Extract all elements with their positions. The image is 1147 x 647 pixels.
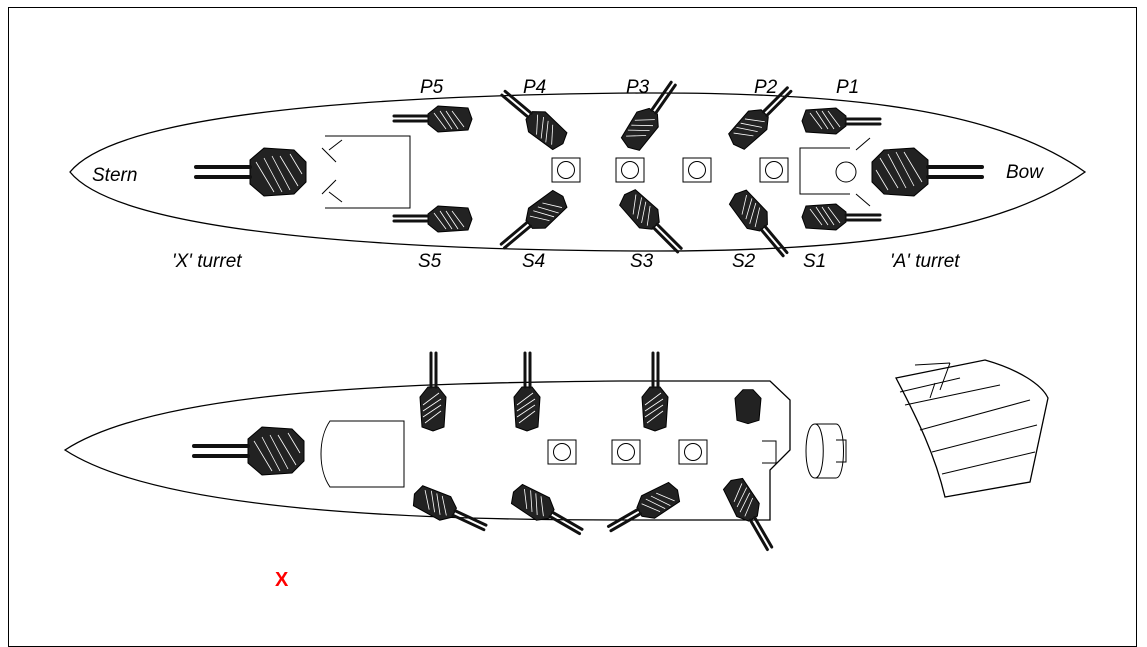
label-p1: P1 [836, 77, 859, 98]
label-p4: P4 [523, 77, 546, 98]
detached-bow-section [895, 359, 1049, 498]
ship-diagram: Stern Bow 'X' turret 'A' turret P5 P4 P3… [63, 74, 1087, 591]
deck-box [615, 157, 645, 183]
aft-bracket-top [321, 139, 343, 203]
label-p3: P3 [626, 77, 650, 98]
bottom-ship [63, 351, 791, 557]
gun-mount-upper-4 [734, 389, 762, 425]
deck-box [547, 439, 577, 465]
stern-label: Stern [92, 165, 137, 186]
fwd-director-top [835, 161, 857, 183]
label-s5: S5 [418, 251, 442, 272]
aft-superstructure-bottom [320, 420, 405, 488]
bow-label: Bow [1006, 162, 1044, 183]
detached-turret [805, 423, 847, 479]
deck-box [678, 439, 708, 465]
x-turret-label: 'X' turret [172, 251, 242, 272]
label-s1: S1 [803, 251, 826, 272]
a-turret-label: 'A' turret [890, 251, 960, 272]
label-s2: S2 [732, 251, 756, 272]
bottom-hull [63, 380, 791, 521]
label-s4: S4 [522, 251, 545, 272]
label-p5: P5 [420, 77, 444, 98]
deck-box-partial [762, 440, 777, 464]
deck-box [551, 157, 581, 183]
fwd-superstructure-top [799, 147, 850, 195]
gun-mount-upper-1 [418, 351, 448, 433]
gun-mount-upper-3 [640, 351, 670, 433]
gun-mount-upper-2 [512, 351, 542, 433]
aft-superstructure-top [325, 135, 411, 209]
top-ship [69, 74, 1087, 264]
label-s3: S3 [630, 251, 654, 272]
label-p2: P2 [754, 77, 778, 98]
deck-box [611, 439, 641, 465]
deck-box [682, 157, 712, 183]
deck-box [759, 157, 789, 183]
red-x-marker: X [275, 569, 289, 591]
